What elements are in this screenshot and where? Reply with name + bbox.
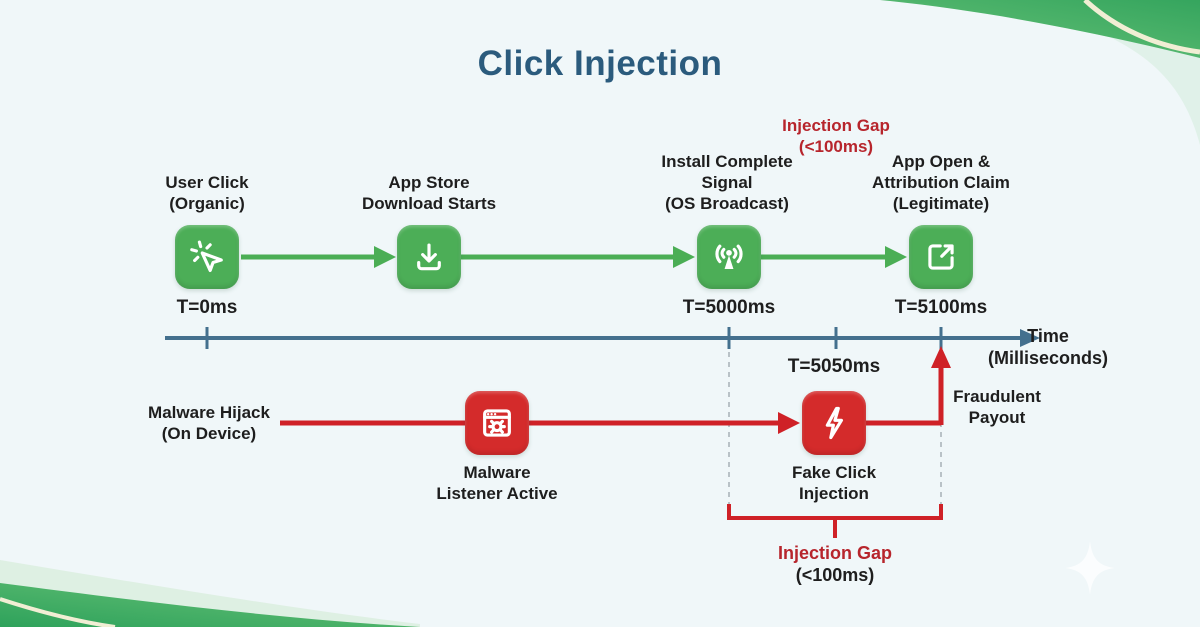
sparkle-icon [1065,541,1115,595]
injection-gap-label-top: Injection Gap (<100ms) [782,116,890,156]
cursor-click-icon [175,225,239,289]
injection-gap-bracket [727,504,943,538]
payout-arrowhead [931,346,951,368]
step-label-user-click: User Click(Organic) [165,173,249,213]
bug-browser-icon [465,391,529,455]
malware-hijack-label: Malware Hijack(On Device) [148,403,270,443]
download-icon [397,225,461,289]
step-label-app-open: App Open &Attribution Claim(Legitimate) [872,152,1010,213]
time-label-t5050: T=5050ms [787,356,881,377]
lightning-icon [802,391,866,455]
time-axis-arrowhead [1020,329,1040,347]
fake-click-arrowhead [778,412,800,434]
external-link-icon [909,225,973,289]
axis-caption: Time(Milliseconds) [987,326,1108,368]
red-flow-lines [280,364,944,426]
injection-gap-label-bottom: Injection Gap (<100ms) [777,543,892,585]
broadcast-icon [697,225,761,289]
time-label-t5100: T=5100ms [894,297,988,318]
time-label-t0: T=0ms [176,297,238,318]
time-label-t5000: T=5000ms [682,297,776,318]
time-axis [165,327,1022,349]
page-title: Click Injection [477,44,723,83]
